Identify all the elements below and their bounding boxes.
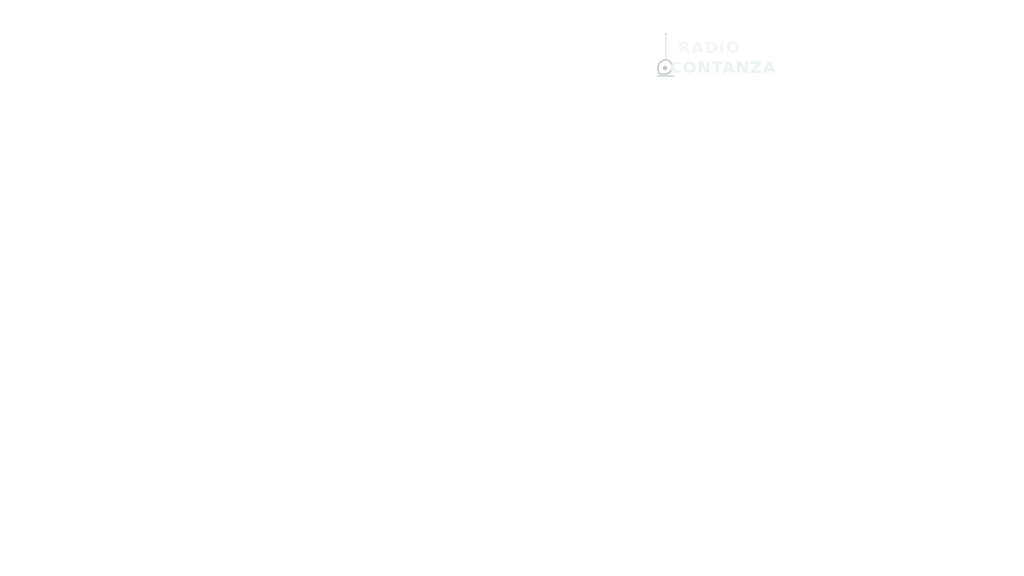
radio-tower-icon [657, 32, 674, 77]
logo-text-contanza: CONTANZA [670, 58, 777, 77]
brand-logo: RADIO CONTANZA [654, 30, 775, 82]
logo-text-radio: RADIO [678, 38, 741, 57]
